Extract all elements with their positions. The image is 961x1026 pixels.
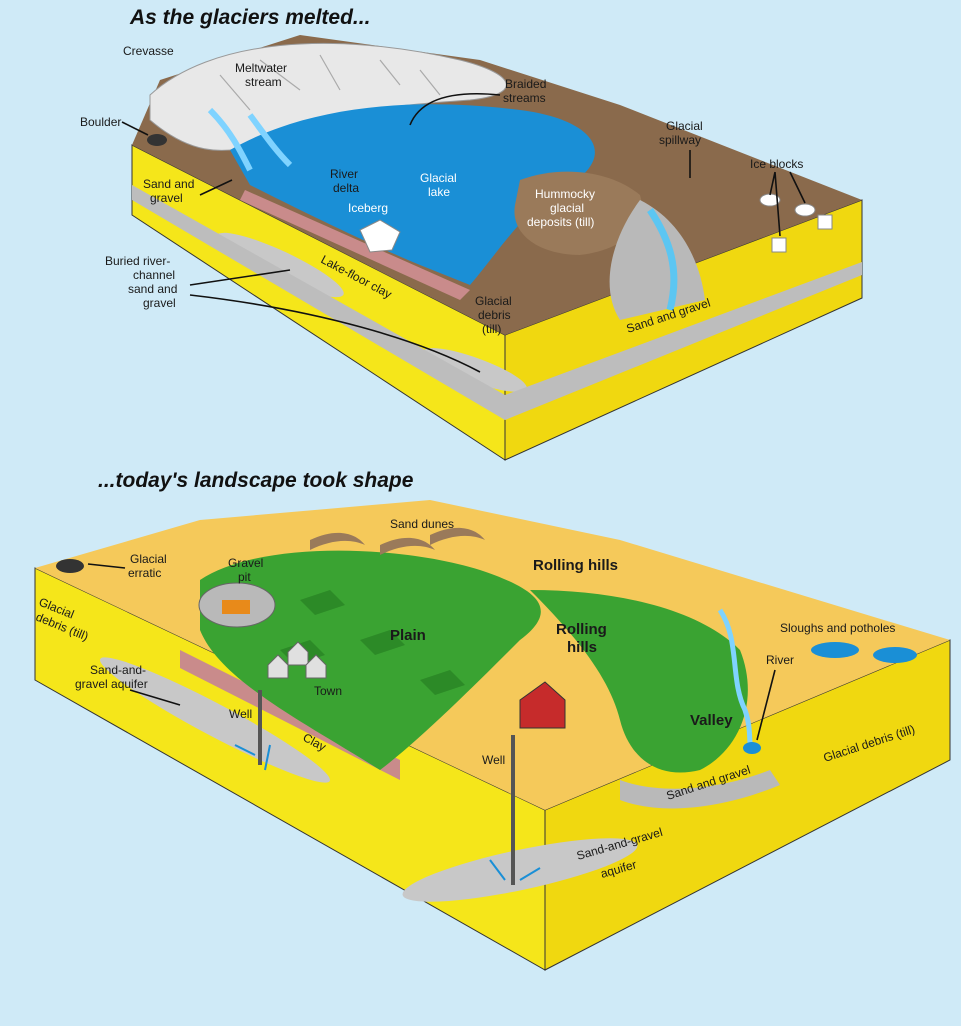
- arrow-erratic: [87, 563, 126, 569]
- label-aquifer-left-1: Sand-and-: [90, 663, 146, 677]
- bottom-aquifer-right: [402, 838, 638, 902]
- label-well-left: Well: [229, 707, 252, 721]
- label-valley: Valley: [690, 712, 733, 729]
- label-spillway-1: Glacial: [666, 119, 703, 133]
- well-right-pipe: [511, 735, 515, 885]
- label-well-right: Well: [482, 753, 505, 767]
- town-house-2: [287, 641, 309, 666]
- label-town: Town: [314, 684, 342, 698]
- town-house-1: [267, 654, 289, 679]
- gravel-truck: [222, 600, 250, 614]
- label-braided-2: streams: [503, 91, 546, 105]
- label-iceberg: Iceberg: [348, 201, 388, 215]
- label-sand-gravel-2: gravel: [150, 191, 183, 205]
- bottom-aquifer-left: [99, 657, 331, 783]
- label-boulder: Boulder: [80, 115, 121, 129]
- barn: [519, 681, 566, 729]
- label-sloughs: Sloughs and potholes: [780, 621, 895, 635]
- boulder: [147, 134, 167, 146]
- top-grey-band-right: [505, 262, 862, 420]
- spillway-water: [647, 208, 678, 311]
- label-spillway-2: spillway: [659, 133, 701, 147]
- arrow-buried-1: [189, 269, 291, 286]
- ice-block-2: [794, 203, 816, 217]
- glacier-crevasse-lines: [219, 54, 441, 111]
- top-block: As the glaciers melted...: [80, 6, 863, 461]
- iceberg: [359, 219, 401, 253]
- label-glacial-lake-1: Glacial: [420, 171, 457, 185]
- bottom-right-face: [544, 639, 951, 971]
- slough-1: [811, 642, 859, 658]
- label-glacial-debris-2: debris: [478, 308, 511, 322]
- river-pond: [743, 742, 761, 754]
- flow-arrow-left: [234, 744, 271, 771]
- arrow-sand-gravel: [199, 179, 233, 196]
- label-sand-dunes: Sand dunes: [390, 517, 454, 531]
- top-grey-band: [132, 185, 505, 420]
- label-buried-1: Buried river-: [105, 254, 170, 268]
- label-meltwater-1: Meltwater: [235, 61, 287, 75]
- label-glacial-lake-2: lake: [428, 185, 450, 199]
- bottom-title: ...today's landscape took shape: [98, 469, 414, 492]
- meltwater-stream: [207, 107, 293, 172]
- plain-checker: [280, 590, 465, 695]
- glacial-spillway: [609, 200, 705, 320]
- ice-block-3: [771, 237, 787, 253]
- valley-gravel: [620, 770, 780, 809]
- glacial-lake: [230, 104, 595, 285]
- label-rolling-hills-mid-1: Rolling: [556, 621, 607, 638]
- label-rolling-hills-top: Rolling hills: [533, 557, 618, 574]
- top-buried-gravel-1: [216, 232, 344, 298]
- label-river-delta-2: delta: [333, 181, 359, 195]
- label-buried-4: gravel: [143, 296, 176, 310]
- arrow-river: [756, 669, 776, 741]
- label-buried-2: channel: [133, 268, 175, 282]
- label-glacial-erratic-2: erratic: [128, 566, 161, 580]
- label-aquifer-left-2: gravel aquifer: [75, 677, 148, 691]
- label-glacial-debris-1: Glacial: [475, 294, 512, 308]
- flow-arrow-right: [489, 859, 541, 881]
- label-plain: Plain: [390, 627, 426, 644]
- river-line: [717, 608, 755, 754]
- label-hummocky-1: Hummocky: [535, 187, 595, 201]
- label-hummocky-2: glacial: [550, 201, 584, 215]
- label-river: River: [766, 653, 794, 667]
- label-ice-blocks: Ice blocks: [750, 157, 803, 171]
- slough-2: [873, 647, 917, 663]
- label-buried-3: sand and: [128, 282, 177, 296]
- well-left-pipe: [258, 690, 262, 765]
- label-hummocky-3: deposits (till): [527, 215, 594, 229]
- label-rolling-hills-mid-2: hills: [567, 639, 597, 656]
- arrow-buried-2: [189, 294, 481, 373]
- plain-area: [200, 550, 541, 770]
- arrow-braided: [409, 92, 501, 126]
- sand-dune-1: [310, 532, 365, 550]
- label-meltwater-2: stream: [245, 75, 282, 89]
- sand-dune-2: [380, 537, 435, 555]
- arrow-aquifer-left: [129, 689, 181, 706]
- hummocky-deposits: [514, 171, 642, 255]
- valley-area: [530, 590, 748, 773]
- town-house-3: [305, 654, 327, 679]
- sand-dune-3: [430, 527, 485, 545]
- label-glacial-debris-3: (till): [482, 322, 501, 336]
- ice-block-4: [817, 214, 833, 230]
- label-gravel-pit-1: Gravel: [228, 556, 263, 570]
- label-river-delta-1: River: [330, 167, 358, 181]
- lake-floor-clay: [240, 190, 470, 300]
- arrow-ice-blocks: [769, 171, 806, 237]
- glacial-erratic-boulder: [56, 559, 84, 573]
- label-gravel-pit-2: pit: [238, 570, 251, 584]
- label-braided-1: Braided: [505, 77, 546, 91]
- label-crevasse: Crevasse: [123, 44, 174, 58]
- arrow-boulder: [121, 121, 149, 136]
- label-glacial-erratic-1: Glacial: [130, 552, 167, 566]
- top-title: As the glaciers melted...: [129, 6, 370, 29]
- label-sand-gravel-1: Sand and: [143, 177, 194, 191]
- bottom-block: ...today's landscape took shape: [34, 469, 951, 971]
